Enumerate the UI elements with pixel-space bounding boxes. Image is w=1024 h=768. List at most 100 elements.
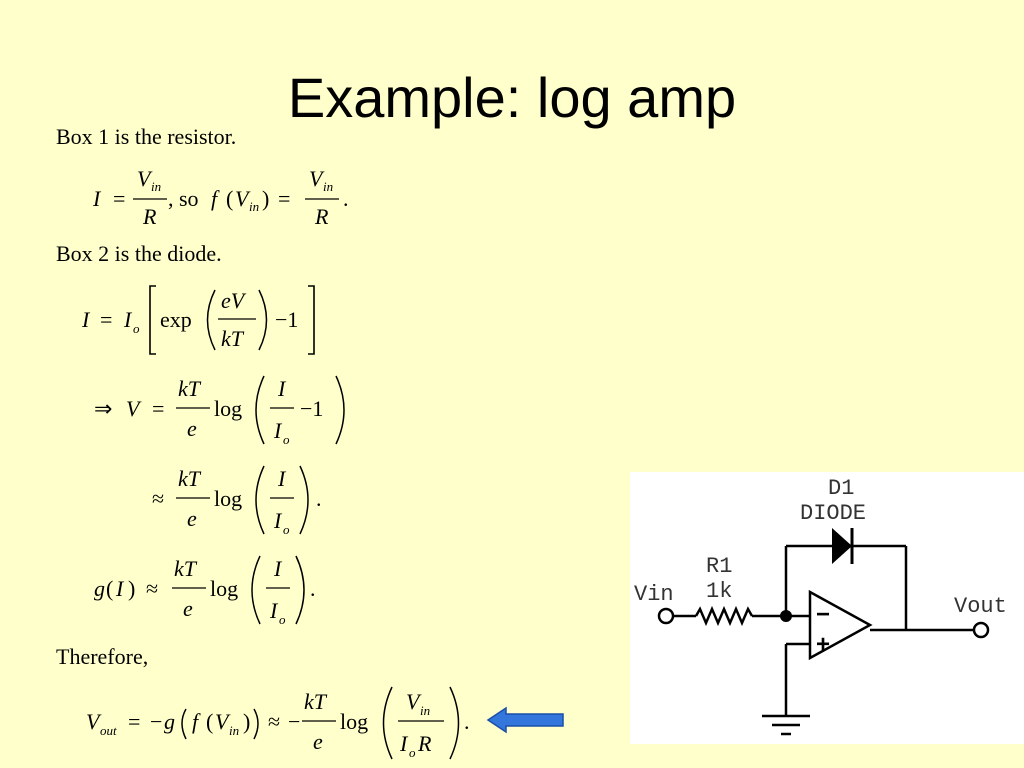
eq5-den-e: e	[183, 596, 193, 621]
eq6-minus: −	[150, 709, 162, 734]
eq2-left-bracket	[149, 285, 156, 355]
eq1-num-V: V	[137, 166, 153, 191]
eq2-equals: =	[100, 307, 112, 332]
eq3-V: V	[126, 396, 142, 421]
eq6-g: g	[164, 709, 175, 734]
eq1-num-in: in	[151, 179, 161, 194]
eq6-num-kT: kT	[304, 689, 328, 714]
eq5-approx: ≈	[146, 576, 158, 601]
box2-text: Box 2 is the diode.	[56, 241, 222, 266]
eq5-num-I: I	[273, 556, 283, 581]
eq2-right-bracket	[308, 285, 315, 355]
eq2-I: I	[81, 307, 91, 332]
eq5-I: I	[115, 576, 125, 601]
eq6-Vin-in: in	[229, 723, 239, 738]
eq5-g: g	[94, 576, 105, 601]
eq1-den2-R: R	[314, 204, 329, 229]
eq6-right-paren	[449, 686, 460, 760]
therefore-text: Therefore,	[56, 644, 149, 669]
eq6-den-o: o	[409, 745, 416, 760]
eq1-num2-V: V	[309, 166, 325, 191]
eq3-left-paren	[255, 375, 265, 445]
equation-output-voltage: V out = − g f ( V in ) ≈ − kT e log V in…	[86, 686, 470, 760]
eq2-exp: exp	[160, 307, 192, 332]
eq3-den-Io: I	[273, 418, 283, 443]
eq3-equals: =	[152, 396, 164, 421]
eq4-approx: ≈	[152, 486, 164, 511]
eq1-so: , so	[168, 186, 199, 211]
eq4-log: log	[214, 486, 242, 511]
box1-text: Box 1 is the resistor.	[56, 124, 237, 149]
eq6-lparen: (	[206, 709, 213, 734]
eq1-rparen: )	[262, 186, 269, 211]
equation-voltage-exact: ⇒ V = kT e log I I o −1	[94, 375, 345, 447]
diode-symbol	[832, 528, 852, 564]
eq6-den-e: e	[313, 729, 323, 754]
eq5-den-o: o	[279, 612, 286, 627]
circuit-schematic: D1 DIODE R1 1k Vin Vout − +	[634, 476, 1007, 736]
eq6-left-paren	[382, 686, 393, 760]
eq3-num-I: I	[277, 376, 287, 401]
eq5-lparen: (	[106, 576, 113, 601]
eq3-minus1: −1	[300, 396, 323, 421]
eq2-den-kT: kT	[221, 326, 245, 351]
eq1-equals-2: =	[278, 186, 290, 211]
eq5-left-paren	[251, 555, 261, 625]
eq2-left-paren	[206, 289, 216, 351]
log-amp-circuit: D1 DIODE R1 1k Vin Vout − +	[630, 472, 1024, 744]
eq5-right-paren	[295, 555, 305, 625]
eq2-right-paren	[258, 289, 268, 351]
eq3-implies: ⇒	[94, 396, 112, 421]
eq6-log: log	[340, 709, 368, 734]
eq1-period: .	[343, 186, 349, 211]
eq3-right-paren	[335, 375, 345, 445]
eq1-I: I	[92, 186, 102, 211]
resistor-ref-label: R1	[706, 554, 732, 579]
eq1-in: in	[249, 199, 259, 214]
eq6-big-left-paren	[181, 708, 187, 740]
eq2-o: o	[133, 321, 140, 336]
eq4-den-Io: I	[273, 508, 283, 533]
eq1-den-R: R	[142, 204, 157, 229]
eq5-rparen: )	[128, 576, 135, 601]
eq5-num-kT: kT	[174, 556, 198, 581]
eq2-num-eV: eV	[221, 288, 247, 313]
eq2-minus1: −1	[275, 307, 298, 332]
eq4-left-paren	[255, 465, 265, 535]
eq3-den-o: o	[283, 432, 290, 447]
eq4-period: .	[316, 486, 322, 511]
eq1-V: V	[235, 186, 251, 211]
eq4-den-o: o	[283, 522, 290, 537]
eq6-big-right-paren	[253, 708, 259, 740]
eq6-num-in: in	[420, 703, 430, 718]
eq2-Io: I	[123, 307, 133, 332]
eq6-equals: =	[128, 709, 140, 734]
eq6-den-Io: I	[399, 731, 409, 756]
opamp-inverting-sign: −	[816, 601, 830, 628]
vin-label: Vin	[634, 582, 674, 607]
eq1-lparen: (	[226, 186, 233, 211]
eq6-minus-2: −	[288, 709, 300, 734]
eq6-num-V: V	[406, 689, 422, 714]
eq3-log: log	[214, 396, 242, 421]
eq4-num-I: I	[277, 466, 287, 491]
eq3-num-kT: kT	[178, 376, 202, 401]
eq6-Vin-V: V	[215, 709, 231, 734]
eq6-period: .	[464, 709, 470, 734]
opamp-noninverting-sign: +	[816, 631, 830, 658]
eq4-num-kT: kT	[178, 466, 202, 491]
diode-type-label: DIODE	[800, 501, 866, 526]
eq5-den-Io: I	[269, 598, 279, 623]
vout-label: Vout	[954, 594, 1007, 619]
ground-symbol	[762, 714, 810, 736]
eq6-f: f	[192, 709, 201, 734]
eq6-den-R: R	[417, 731, 432, 756]
resistor-symbol	[694, 605, 754, 627]
eq1-f: f	[211, 186, 220, 211]
eq4-right-paren	[299, 465, 309, 535]
slide-title: Example: log amp	[287, 66, 737, 129]
eq3-den-e: e	[187, 416, 197, 441]
resistor-value-label: 1k	[706, 579, 732, 604]
equation-g-function: g ( I ) ≈ kT e log I I o .	[94, 555, 316, 627]
eq6-out: out	[100, 723, 117, 738]
